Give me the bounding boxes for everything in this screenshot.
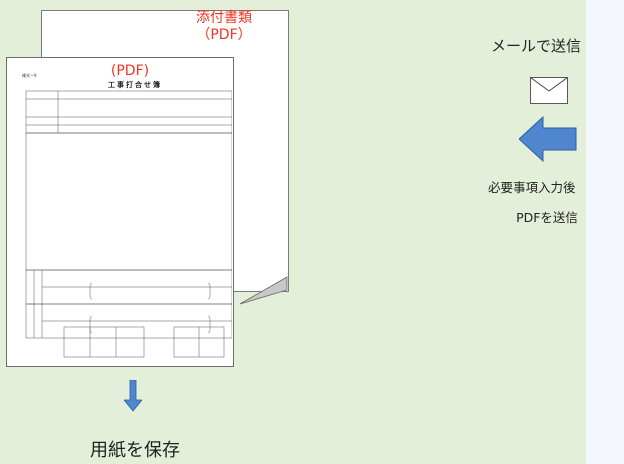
attachment-label: 添付書類 （PDF） bbox=[170, 10, 278, 44]
form-sheet bbox=[6, 57, 234, 367]
page-fold bbox=[240, 276, 288, 305]
send-by-mail-label: メールで送信 bbox=[490, 37, 581, 55]
instruction-line2: PDFを送信 bbox=[516, 210, 578, 225]
pdf-label: (PDF) bbox=[110, 63, 150, 79]
instruction-line1: 必要事項入力後 bbox=[488, 180, 576, 195]
form-number: 様式ー9 bbox=[22, 73, 37, 78]
right-panel bbox=[586, 0, 624, 464]
attachment-label-line1: 添付書類 bbox=[196, 10, 252, 26]
form-title: 工事打合せ簿 bbox=[108, 81, 162, 89]
left-arrow-icon bbox=[519, 116, 577, 162]
envelope-icon bbox=[530, 77, 568, 104]
save-form-label: 用紙を保存 bbox=[90, 440, 180, 461]
down-arrow-icon bbox=[124, 380, 142, 412]
attachment-label-line2: （PDF） bbox=[196, 27, 252, 43]
form-grid bbox=[25, 90, 232, 358]
